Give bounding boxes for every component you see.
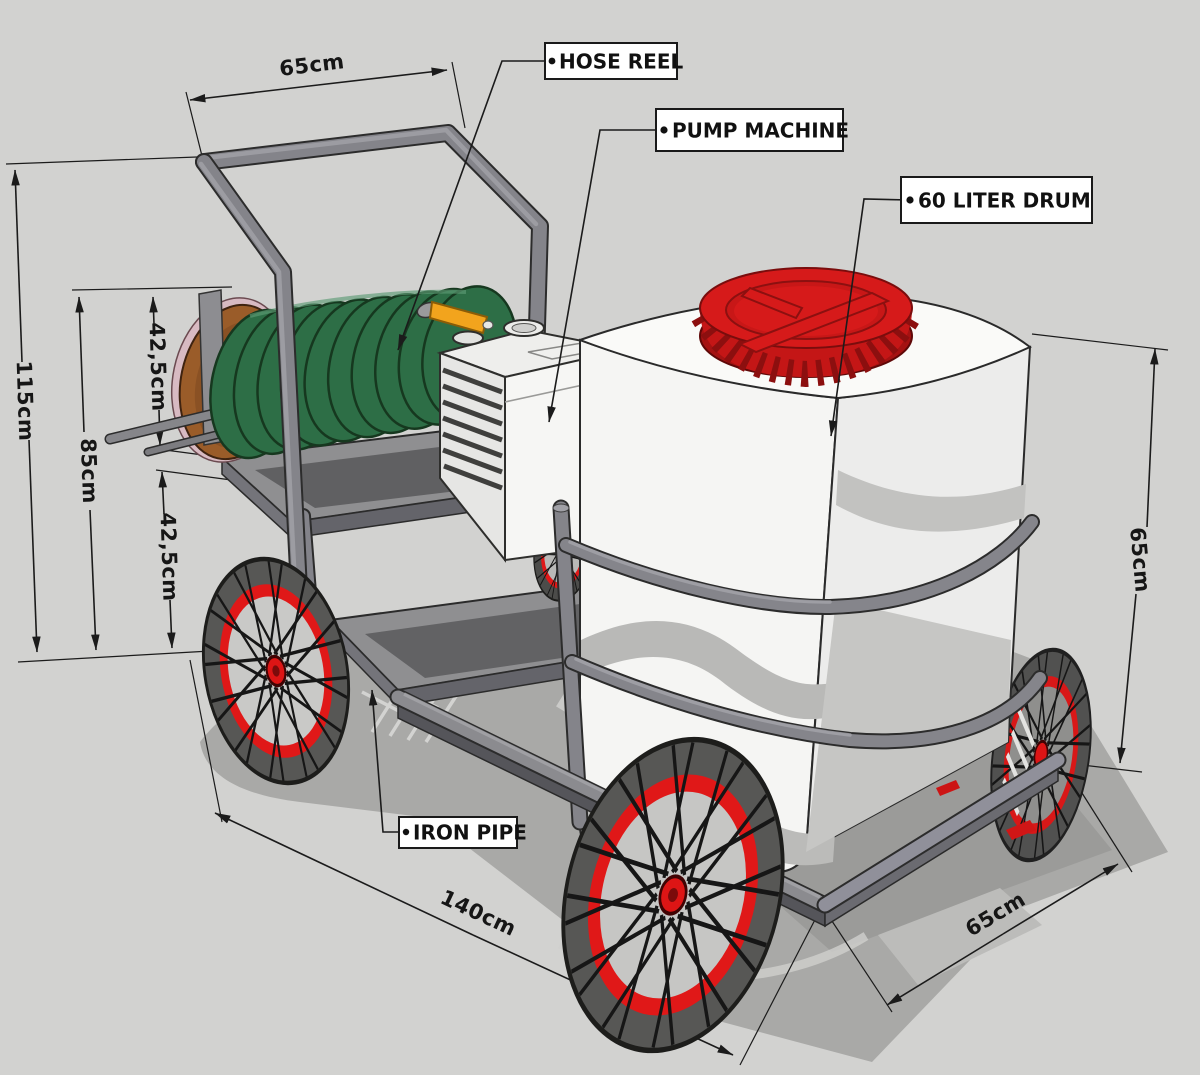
callouts: HOSE REEL PUMP MACHINE 60 LITER DRUM IRO… [368, 42, 1093, 849]
dim-line [11, 169, 23, 363]
label-box [544, 42, 678, 80]
fin-slot [442, 431, 503, 459]
handle-tube-highlight [203, 127, 539, 227]
fin-slot [442, 367, 503, 395]
guard-rail-upper [560, 516, 1038, 614]
handle-leg-highlight [198, 161, 298, 589]
pump-cap [452, 330, 484, 346]
spoke-glint [1017, 706, 1035, 748]
leader-bullet [402, 828, 410, 836]
fin-slot [443, 463, 503, 491]
label-box [655, 108, 844, 152]
spoke-glint [1011, 729, 1029, 771]
ext-line [451, 61, 466, 129]
dim-total-height: 115cm [12, 360, 39, 441]
pump-cap-inner [511, 323, 537, 333]
guard-rail-lower [566, 656, 1046, 748]
dim-lower-section: 42,5cm [155, 512, 182, 602]
cap-handle-stub [740, 286, 804, 320]
dim-line [214, 812, 474, 936]
hose-nozzle [416, 300, 494, 335]
pump-cooling-fins [442, 367, 503, 491]
drum-molded-band [581, 620, 837, 720]
cap-handle-bar [737, 291, 891, 354]
leader-bullet [906, 196, 914, 204]
ext-line [189, 659, 223, 823]
dim-frame-height: 85cm [76, 438, 102, 504]
callout-iron-pipe: IRON PIPE [368, 689, 527, 849]
front-left-wheel [201, 556, 351, 786]
rim [587, 774, 759, 1016]
ext-line [739, 909, 821, 1066]
dim-line [158, 471, 167, 515]
ext-line [1031, 333, 1169, 351]
dim-drum-height: 65cm [1125, 526, 1155, 593]
dim-line [1117, 593, 1137, 764]
sprayer-cart [104, 124, 1092, 1054]
fin-slot [442, 447, 503, 475]
drum-cap [691, 267, 921, 388]
label-box [900, 176, 1093, 224]
ext-line [17, 649, 229, 663]
guard-rail-lower-highlight [574, 657, 852, 737]
leader-line [828, 198, 911, 437]
ext-line [185, 91, 204, 161]
nozzle-tip [482, 320, 494, 330]
dim-line [167, 599, 176, 649]
handle-frame [195, 124, 549, 369]
axle-rod-short-fill [145, 431, 223, 455]
axle-rods [104, 407, 225, 457]
dim-line [189, 84, 319, 103]
leader-line [547, 129, 664, 423]
label-box [398, 816, 518, 849]
front-center-wheel [561, 736, 785, 1054]
dim-upper-section: 42,5cm [144, 322, 171, 412]
hub-center [668, 888, 678, 902]
label-iron-pipe: IRON PIPE [413, 821, 527, 845]
leader-bullet [548, 57, 556, 65]
drum-60l [577, 267, 1032, 874]
rim [219, 584, 333, 758]
leader-line [397, 60, 549, 351]
guard-rail-upper-highlight [568, 540, 832, 604]
handle-left-leg [195, 153, 308, 599]
base-rail-front-right [818, 753, 1065, 912]
cap-knurl-ribs [691, 308, 921, 388]
callout-pump-machine: PUMP MACHINE [547, 108, 849, 423]
shadow-light-window [878, 888, 1042, 985]
callout-60-liter-drum: 60 LITER DRUM [828, 176, 1093, 437]
callout-hose-reel: HOSE REEL [397, 42, 683, 351]
ext-line [825, 911, 893, 1013]
dim-line [1146, 348, 1159, 528]
leader-bullet [660, 126, 668, 134]
drum-guard-rails [552, 499, 1048, 831]
dim-line [886, 933, 1004, 1006]
label-pump-machine: PUMP MACHINE [672, 119, 849, 143]
hub-center [272, 665, 280, 677]
label-hose-reel: HOSE REEL [559, 50, 683, 74]
drum-right-face-band [836, 470, 1026, 532]
rail-post-cap [552, 503, 570, 513]
dim-line [1002, 863, 1119, 935]
axle-rod-long-fill [106, 409, 222, 443]
dim-line [75, 296, 85, 433]
label-60-liter-drum: 60 LITER DRUM [918, 189, 1091, 213]
drum-right-face-shadow [806, 600, 1011, 852]
fin-slot [442, 399, 503, 427]
dim-line [28, 439, 41, 653]
nozzle-body [428, 300, 489, 335]
fin-slot [442, 415, 503, 443]
ext-line [5, 156, 198, 165]
ext-line [71, 286, 233, 291]
dim-line [89, 509, 100, 651]
rim-red-glimpse [936, 780, 960, 796]
dim-line [149, 296, 158, 325]
hub-red-glimpse [1006, 820, 1036, 840]
handle-leg [197, 155, 306, 597]
fin-slot [442, 383, 503, 411]
dim-line [317, 67, 448, 86]
